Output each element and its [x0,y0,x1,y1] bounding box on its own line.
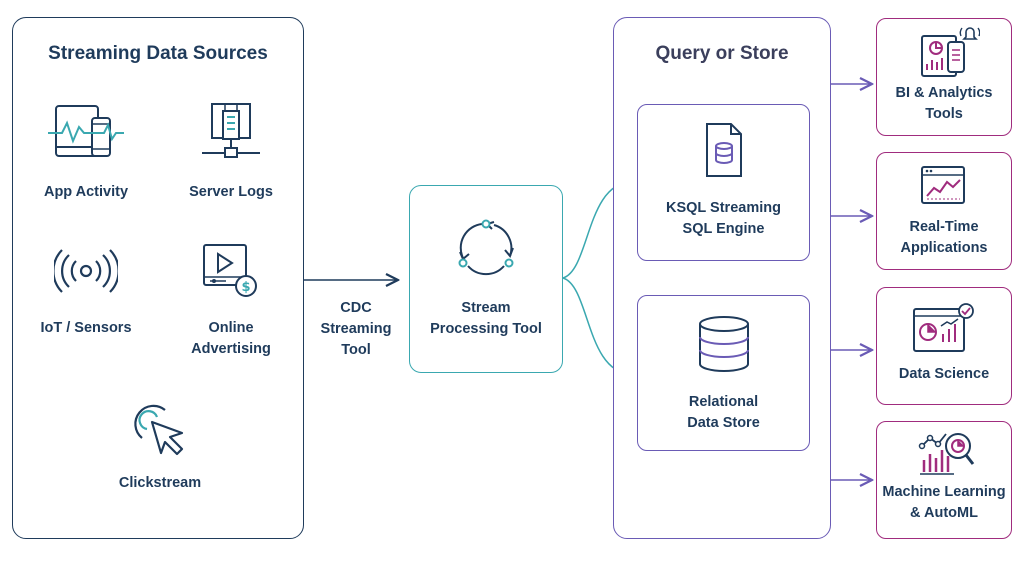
output-real-time-box [876,152,1012,270]
relational-store-label: Relational Data Store [687,394,760,431]
stream-processing-box [409,185,563,373]
server-logs-icon [202,103,260,158]
ksql-document-icon [706,123,742,177]
clickstream-icon [134,404,184,456]
online-advertising-icon: $ [203,244,257,297]
source-label-server-logs: Server Logs [189,184,273,200]
output-label-real-time: Real-Time Applications [900,219,988,256]
source-label-clickstream: Clickstream [118,475,202,491]
output-label-machine-learning: Machine Learning & AutoML [882,484,1006,521]
cdc-streaming-tool-label: CDC Streaming Tool [320,300,392,358]
source-label-iot-sensors: IoT / Sensors [40,320,132,336]
data-science-icon [913,303,974,352]
machine-learning-icon [918,433,975,475]
real-time-icon [921,166,965,204]
ksql-engine-box [637,104,810,261]
sources-panel [12,17,304,539]
output-data-science-box [876,287,1012,405]
iot-sensors-icon [54,249,118,293]
source-label-online-advertising: Online Advertising [191,320,271,357]
output-machine-learning-box [876,421,1012,539]
output-label-data-science: Data Science [898,366,990,382]
app-activity-icon [48,105,124,157]
source-label-app-activity: App Activity [43,184,129,200]
bi-analytics-icon [921,27,980,77]
stream-processing-label: Stream Processing Tool [430,300,542,337]
output-label-bi-analytics: BI & Analytics Tools [895,85,993,122]
ksql-engine-label: KSQL Streaming SQL Engine [666,200,781,237]
svg-text:$: $ [241,280,250,295]
query-store-title: Query or Store [655,43,789,64]
relational-store-box [637,295,810,451]
query-store-panel [613,17,831,539]
database-icon [699,316,749,372]
stream-cycle-icon [458,219,514,276]
sources-title: Streaming Data Sources [48,43,268,64]
